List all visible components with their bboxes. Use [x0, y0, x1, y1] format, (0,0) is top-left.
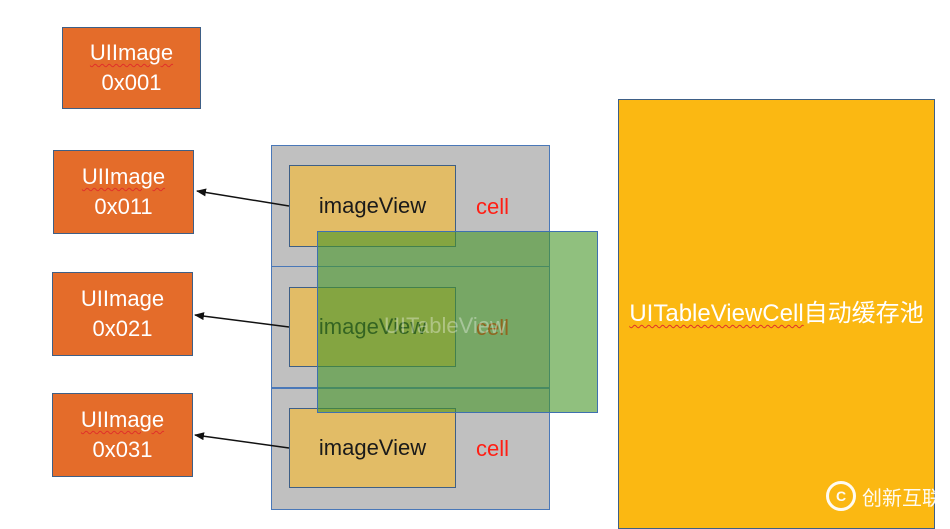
- watermark: C 创新互联: [826, 481, 942, 511]
- image-view-label: imageView: [318, 193, 427, 218]
- tableview-overlay: [317, 231, 598, 413]
- pool-label-zh: 自动缓存池: [803, 300, 924, 327]
- uiimage-box-0x001: UIImage 0x001: [62, 27, 201, 109]
- uiimage-address: 0x001: [101, 70, 162, 95]
- uiimage-label: UIImage: [80, 286, 165, 311]
- reuse-pool-box: UITableViewCell自动缓存池: [618, 99, 935, 529]
- uiimage-label: UIImage: [81, 164, 166, 189]
- watermark-text: 创新互联: [862, 487, 942, 510]
- uiimage-box-0x031: UIImage 0x031: [52, 393, 193, 477]
- uiimage-address: 0x031: [92, 437, 153, 462]
- tableview-label: UITableView: [384, 313, 506, 338]
- pool-label-en: UITableViewCell: [629, 300, 804, 327]
- image-view-3: imageView: [289, 408, 456, 488]
- image-view-label: imageView: [318, 435, 427, 460]
- uiimage-label: UIImage: [80, 407, 165, 432]
- cell-label-1: cell: [476, 194, 510, 219]
- uiimage-label: UIImage: [89, 40, 174, 65]
- uiimage-box-0x021: UIImage 0x021: [52, 272, 193, 356]
- uiimage-box-0x011: UIImage 0x011: [53, 150, 194, 234]
- cell-label-3: cell: [476, 436, 510, 461]
- uiimage-address: 0x021: [92, 316, 153, 341]
- chuangxin-logo-icon: C: [826, 481, 856, 511]
- uiimage-address: 0x011: [94, 194, 153, 219]
